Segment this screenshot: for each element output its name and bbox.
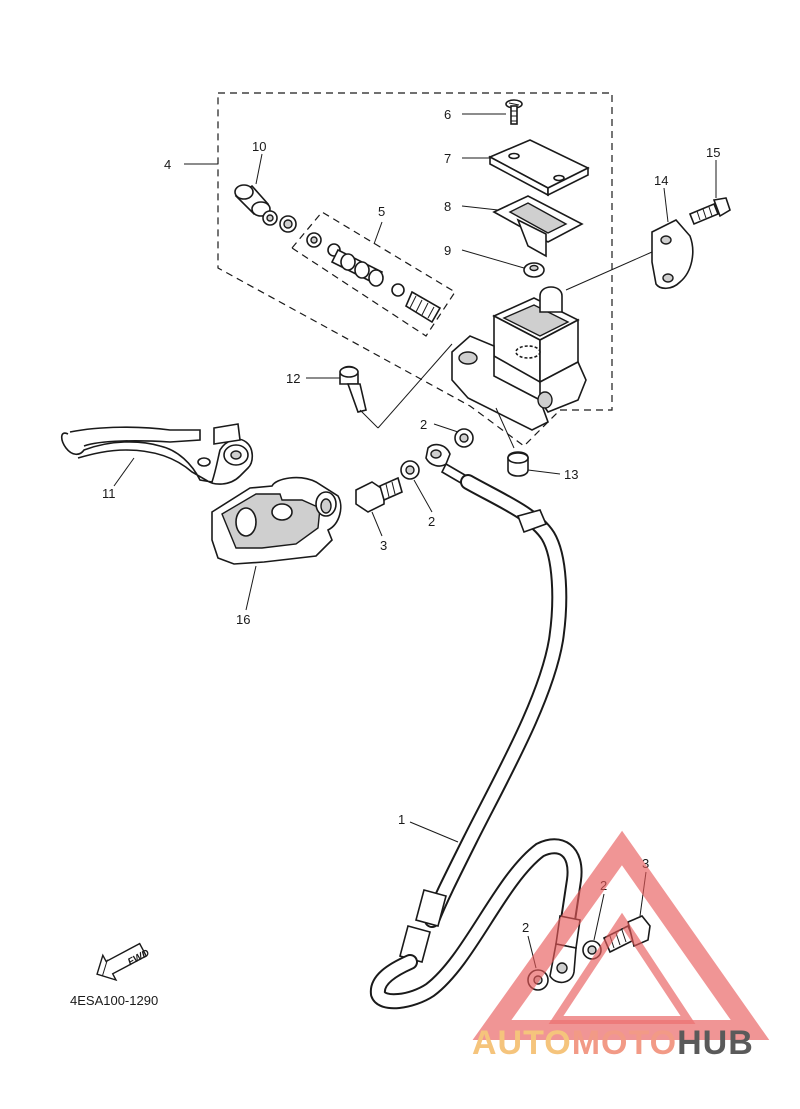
diagram-code: 4ESA100-1290 — [70, 993, 158, 1008]
part-3-union-bolt-upper — [355, 476, 403, 513]
callout-10: 10 — [252, 139, 266, 154]
part-12-pivot-bolt — [339, 365, 367, 413]
part-9-float — [523, 262, 545, 278]
callout-16: 16 — [236, 612, 250, 627]
fwd-arrow-icon — [96, 942, 148, 982]
leader-1 — [409, 821, 459, 843]
part-15-bolt — [688, 197, 731, 226]
leader-12-dashed — [359, 409, 379, 429]
part-6-screw — [505, 99, 523, 125]
watermark-text: AUTOMOTOHUB — [472, 1024, 754, 1062]
leader-3a — [371, 511, 383, 537]
watermark-moto: MOTO — [572, 1024, 677, 1062]
watermark-hub: HUB — [677, 1024, 754, 1062]
assembly-boundary-4 — [217, 92, 613, 447]
callout-14: 14 — [654, 173, 668, 188]
leader-5 — [373, 221, 383, 245]
callout-6: 6 — [444, 107, 451, 122]
leader-9 — [461, 249, 525, 269]
leader-14 — [565, 251, 653, 291]
callout-2c: 2 — [522, 920, 529, 935]
callout-1: 1 — [398, 812, 405, 827]
part-14-clamp — [651, 219, 694, 290]
callout-3a: 3 — [380, 538, 387, 553]
part-2-washer-a — [454, 428, 474, 448]
watermark-triangle-icon — [472, 830, 770, 1040]
part-16-lever-cover — [211, 476, 342, 565]
callout-8: 8 — [444, 199, 451, 214]
callout-9: 9 — [444, 243, 451, 258]
leader-8 — [461, 205, 499, 211]
part-8-diaphragm — [492, 195, 584, 258]
callout-2b: 2 — [428, 514, 435, 529]
callout-13: 13 — [564, 467, 578, 482]
callout-11: 11 — [102, 486, 116, 501]
watermark-auto: AUTO — [472, 1024, 572, 1062]
leader-14-label — [663, 187, 669, 223]
callout-3b: 3 — [642, 856, 649, 871]
part-1-brake-hose — [369, 443, 583, 1010]
leader-12-b — [377, 343, 453, 429]
leader-2a — [433, 423, 459, 433]
part-10-boot — [234, 184, 297, 233]
leader-16 — [245, 565, 257, 611]
watermark-logo — [472, 830, 770, 1040]
callout-4: 4 — [164, 157, 171, 172]
callout-12: 12 — [286, 371, 300, 386]
part-5-piston-kit — [306, 232, 442, 324]
leader-11 — [113, 457, 135, 487]
master-cylinder-body — [451, 286, 587, 431]
leader-2b — [413, 479, 433, 513]
part-11-lever — [60, 423, 254, 485]
leader-10 — [255, 153, 263, 185]
part-2-washer-b — [400, 460, 420, 480]
part-7-cover — [488, 139, 590, 197]
callout-15: 15 — [706, 145, 720, 160]
leader-13-dashed — [495, 407, 515, 449]
part-13-cap — [507, 451, 529, 477]
leader-13 — [527, 469, 561, 475]
leader-2d — [593, 893, 605, 941]
callout-5: 5 — [378, 204, 385, 219]
callout-7: 7 — [444, 151, 451, 166]
callout-2a: 2 — [420, 417, 427, 432]
